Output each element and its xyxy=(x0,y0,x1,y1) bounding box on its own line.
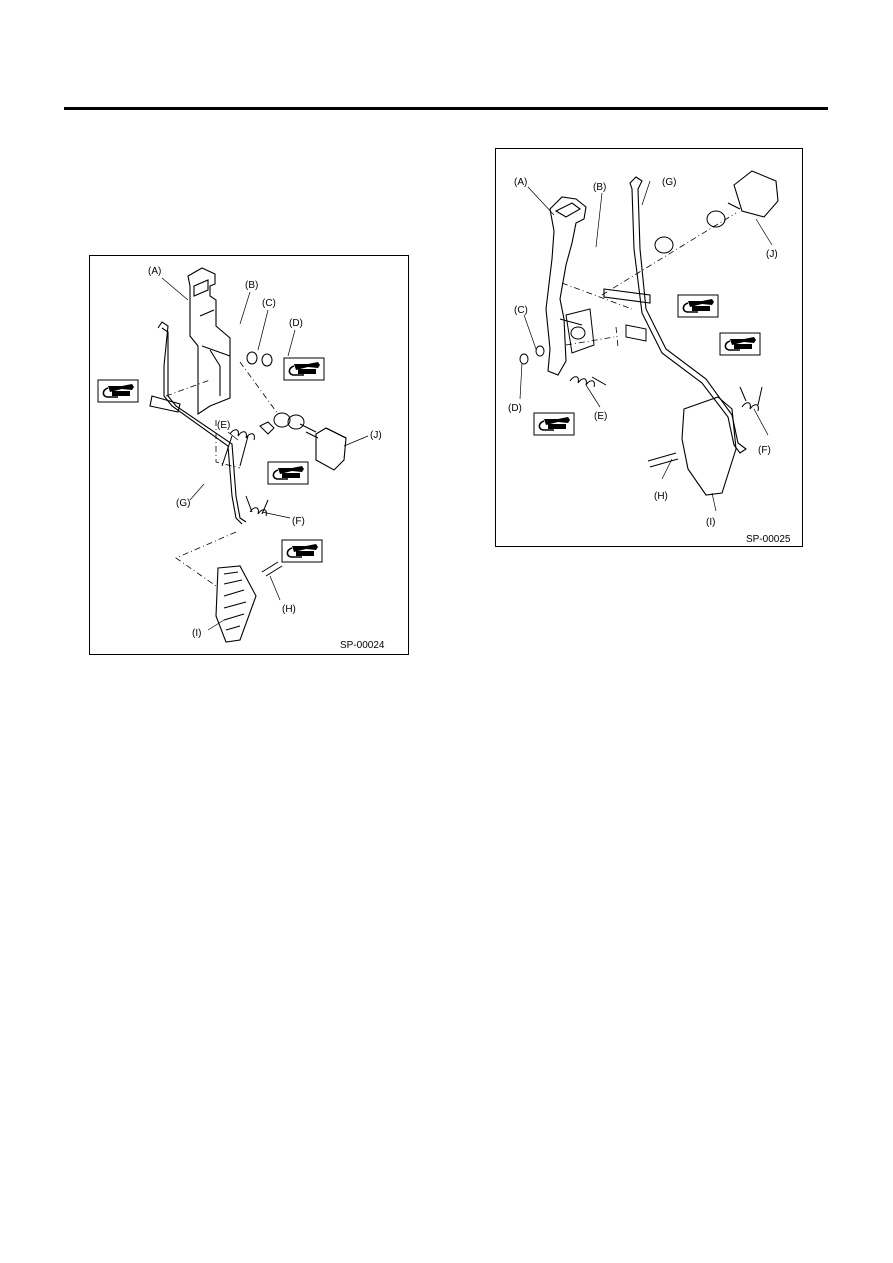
grease-gun-icon xyxy=(677,294,719,318)
grease-gun-icon xyxy=(267,461,309,485)
pedal-pad xyxy=(215,565,257,643)
header-rule xyxy=(64,107,828,110)
label-e: (E) xyxy=(217,420,230,431)
label-h: (H) xyxy=(654,491,668,502)
pedal-arm xyxy=(149,321,247,525)
label-c: (C) xyxy=(514,305,528,316)
grease-gun-icon xyxy=(283,357,325,381)
label-g: (G) xyxy=(176,498,190,509)
bracket-part xyxy=(187,267,231,416)
pin-h xyxy=(647,452,679,468)
spring-e xyxy=(221,429,255,467)
grease-gun-icon xyxy=(281,539,323,563)
label-j: (J) xyxy=(766,249,778,260)
grease-gun-icon xyxy=(533,412,575,436)
pivot-hub xyxy=(565,308,647,354)
pedal-sensor xyxy=(727,170,779,218)
pedal-sensor xyxy=(305,427,347,471)
label-i: (I) xyxy=(706,517,715,528)
label-a: (A) xyxy=(148,266,161,277)
grease-gun-icon xyxy=(719,332,761,356)
label-d: (D) xyxy=(289,318,303,329)
nut-parts xyxy=(654,210,726,254)
figure-sp-00024: (A) (B) (C) (D) (E) (F) (G) (H) (I) (J) … xyxy=(89,255,409,655)
label-b: (B) xyxy=(593,182,606,193)
washer-parts xyxy=(246,351,317,435)
bracket-part xyxy=(545,196,587,376)
figure-code: SP-00025 xyxy=(746,534,791,545)
label-c: (C) xyxy=(262,298,276,309)
label-i: (I) xyxy=(192,628,201,639)
assembly-lines xyxy=(165,361,279,587)
leader-lines xyxy=(519,180,773,512)
label-g: (G) xyxy=(662,177,676,188)
label-e: (E) xyxy=(594,411,607,422)
figure-sp-00025: (A) (B) (G) (C) (D) (E) (F) (H) (I) (J) … xyxy=(495,148,803,547)
spring-e xyxy=(569,376,607,388)
pedal-arm xyxy=(603,176,747,454)
label-a: (A) xyxy=(514,177,527,188)
label-d: (D) xyxy=(508,403,522,414)
label-h: (H) xyxy=(282,604,296,615)
washer-parts xyxy=(519,345,545,365)
assembly-lines xyxy=(561,212,737,348)
figure-code: SP-00024 xyxy=(340,640,385,651)
spring-f xyxy=(739,386,763,412)
label-f: (F) xyxy=(758,445,771,456)
pin-h xyxy=(261,561,283,577)
label-f: (F) xyxy=(292,516,305,527)
label-b: (B) xyxy=(245,280,258,291)
spring-f xyxy=(245,495,269,517)
leader-lines xyxy=(161,277,369,631)
pedal-pad xyxy=(681,396,737,496)
label-j: (J) xyxy=(370,430,382,441)
grease-gun-icon xyxy=(97,379,139,403)
